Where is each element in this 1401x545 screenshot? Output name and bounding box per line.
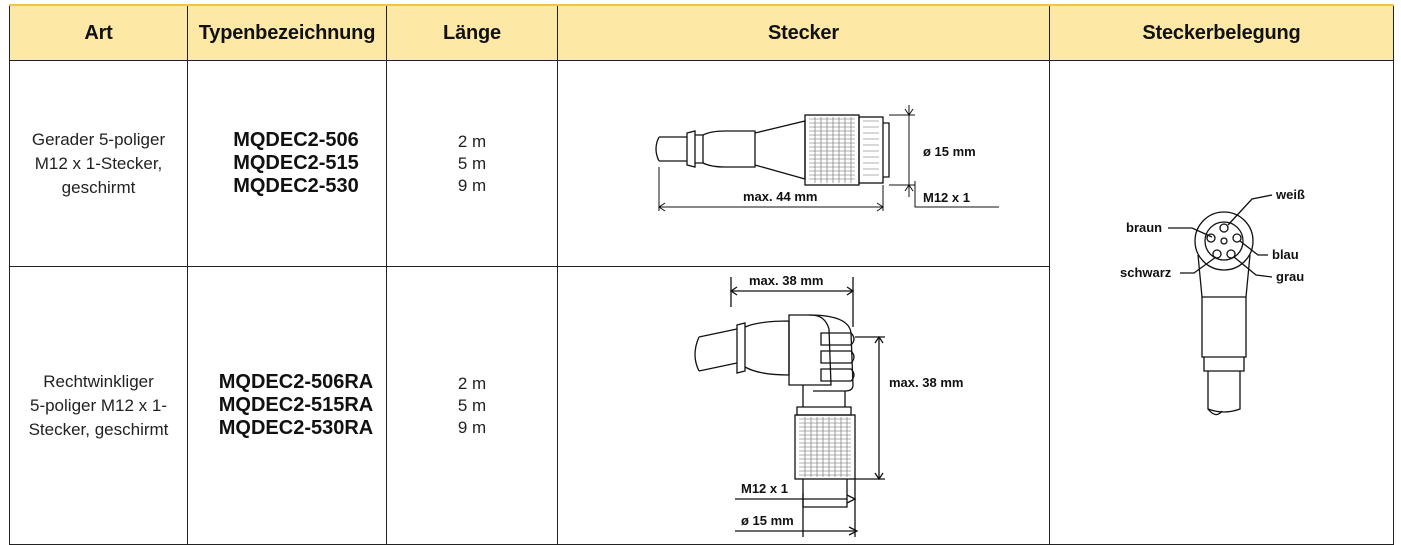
art-cell: Rechtwinkliger 5-poliger M12 x 1- Stecke… (9, 266, 188, 545)
length-value: 9 m (457, 417, 487, 437)
header-steckerbelegung: Steckerbelegung (1049, 4, 1394, 61)
header-typenbezeichnung: Typenbezeichnung (187, 4, 387, 61)
header-row: Art Typenbezeichnung Länge Stecker Steck… (9, 4, 1394, 61)
pinout-drawing: weiß braun blau schwarz grau (1120, 187, 1305, 416)
art-line: Rechtwinkliger (43, 371, 154, 391)
type-name: MQDEC2-515 (233, 152, 359, 174)
header-stecker: Stecker (557, 4, 1050, 61)
dim-diameter-label: ø 15 mm (741, 513, 794, 528)
pin-label-weiss: weiß (1275, 187, 1305, 202)
type-name: MQDEC2-530RA (218, 417, 374, 439)
type-name: MQDEC2-530 (233, 175, 359, 197)
header-laenge: Länge (386, 4, 558, 61)
pin-label-grau: grau (1276, 269, 1304, 284)
pin-label-braun: braun (1126, 220, 1162, 235)
dim-diameter-label: ø 15 mm (923, 144, 976, 159)
header-art: Art (9, 4, 188, 61)
straight-connector-drawing: ø 15 mm max. 44 mm M12 x 1 (654, 105, 999, 212)
type-name: MQDEC2-515RA (218, 394, 374, 416)
type-name: MQDEC2-506RA (218, 371, 374, 393)
art-cell: Gerader 5-poliger M12 x 1-Stecker, gesch… (9, 60, 188, 267)
length-cell: 2 m 5 m 9 m (386, 60, 558, 267)
pin-label-blau: blau (1272, 247, 1299, 262)
length-value: 2 m (457, 131, 487, 151)
length-value: 9 m (457, 175, 487, 195)
length-cell: 2 m 5 m 9 m (386, 266, 558, 545)
dim-thread-label: M12 x 1 (923, 190, 970, 205)
cable-spec-table: Art Typenbezeichnung Länge Stecker Steck… (9, 4, 1394, 545)
pin-label-schwarz: schwarz (1120, 265, 1172, 280)
dim-thread-label: M12 x 1 (741, 481, 788, 496)
right-angle-connector-cell: max. 38 mm max. 38 mm M12 x 1 ø 15 mm (557, 266, 1050, 545)
length-value: 2 m (457, 373, 487, 393)
right-angle-connector-drawing: max. 38 mm max. 38 mm M12 x 1 ø 15 mm (693, 273, 963, 537)
length-value: 5 m (457, 395, 487, 415)
art-line: M12 x 1-Stecker, (34, 153, 163, 173)
art-line: Stecker, geschirmt (28, 419, 169, 439)
type-name: MQDEC2-506 (233, 129, 359, 151)
dim-width-label: max. 38 mm (749, 273, 823, 288)
dim-height-label: max. 38 mm (889, 375, 963, 390)
table-row: Gerader 5-poliger M12 x 1-Stecker, gesch… (9, 60, 1394, 545)
art-line: geschirmt (61, 177, 136, 197)
straight-connector-cell: ø 15 mm max. 44 mm M12 x 1 (557, 60, 1050, 267)
art-line: 5-poliger M12 x 1- (29, 395, 167, 415)
table-row: Rechtwinkliger 5-poliger M12 x 1- Stecke… (9, 266, 1394, 545)
dim-length-label: max. 44 mm (743, 189, 817, 204)
type-cell: MQDEC2-506RA MQDEC2-515RA MQDEC2-530RA (187, 266, 387, 545)
pinout-cell: weiß braun blau schwarz grau (1049, 60, 1394, 545)
type-cell: MQDEC2-506 MQDEC2-515 MQDEC2-530 (187, 60, 387, 267)
length-value: 5 m (457, 153, 487, 173)
art-line: Gerader 5-poliger (31, 129, 166, 149)
